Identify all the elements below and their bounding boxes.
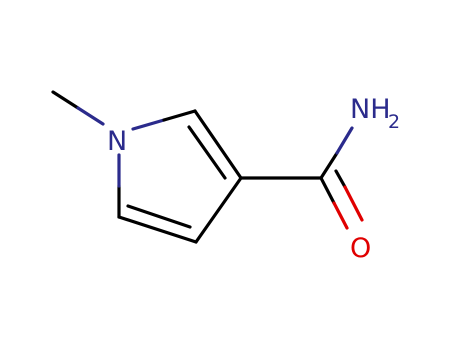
atom-nh2-label: NH: [350, 94, 391, 125]
bond-camide-o: [319, 176, 336, 205]
atom-nh2-main: NH: [350, 94, 391, 125]
atom-n1-label: N: [107, 126, 127, 157]
bond-c4-c5-inner: [126, 204, 192, 229]
bond-camide-nh2: [319, 151, 339, 180]
bond-camide-o-second: [334, 169, 347, 189]
bond-c2-c3: [193, 109, 243, 180]
bond-n-c2: [162, 109, 197, 122]
bond-methyl-n: [51, 90, 80, 110]
bond-c3-c4: [194, 176, 243, 244]
atom-o1-label: O: [350, 233, 371, 264]
bond-camide-nh2-part: [335, 126, 354, 155]
bond-camide-o-part: [332, 201, 349, 230]
bond-n-c2-part: [131, 118, 166, 131]
bond-c4-c5: [117, 215, 198, 244]
bond-camide-o-second-part: [343, 185, 364, 222]
bond-methyl-n-part: [76, 106, 105, 126]
bond-c2-c3-inner: [187, 125, 227, 180]
atom-nh2-subscript: 2: [388, 111, 400, 133]
